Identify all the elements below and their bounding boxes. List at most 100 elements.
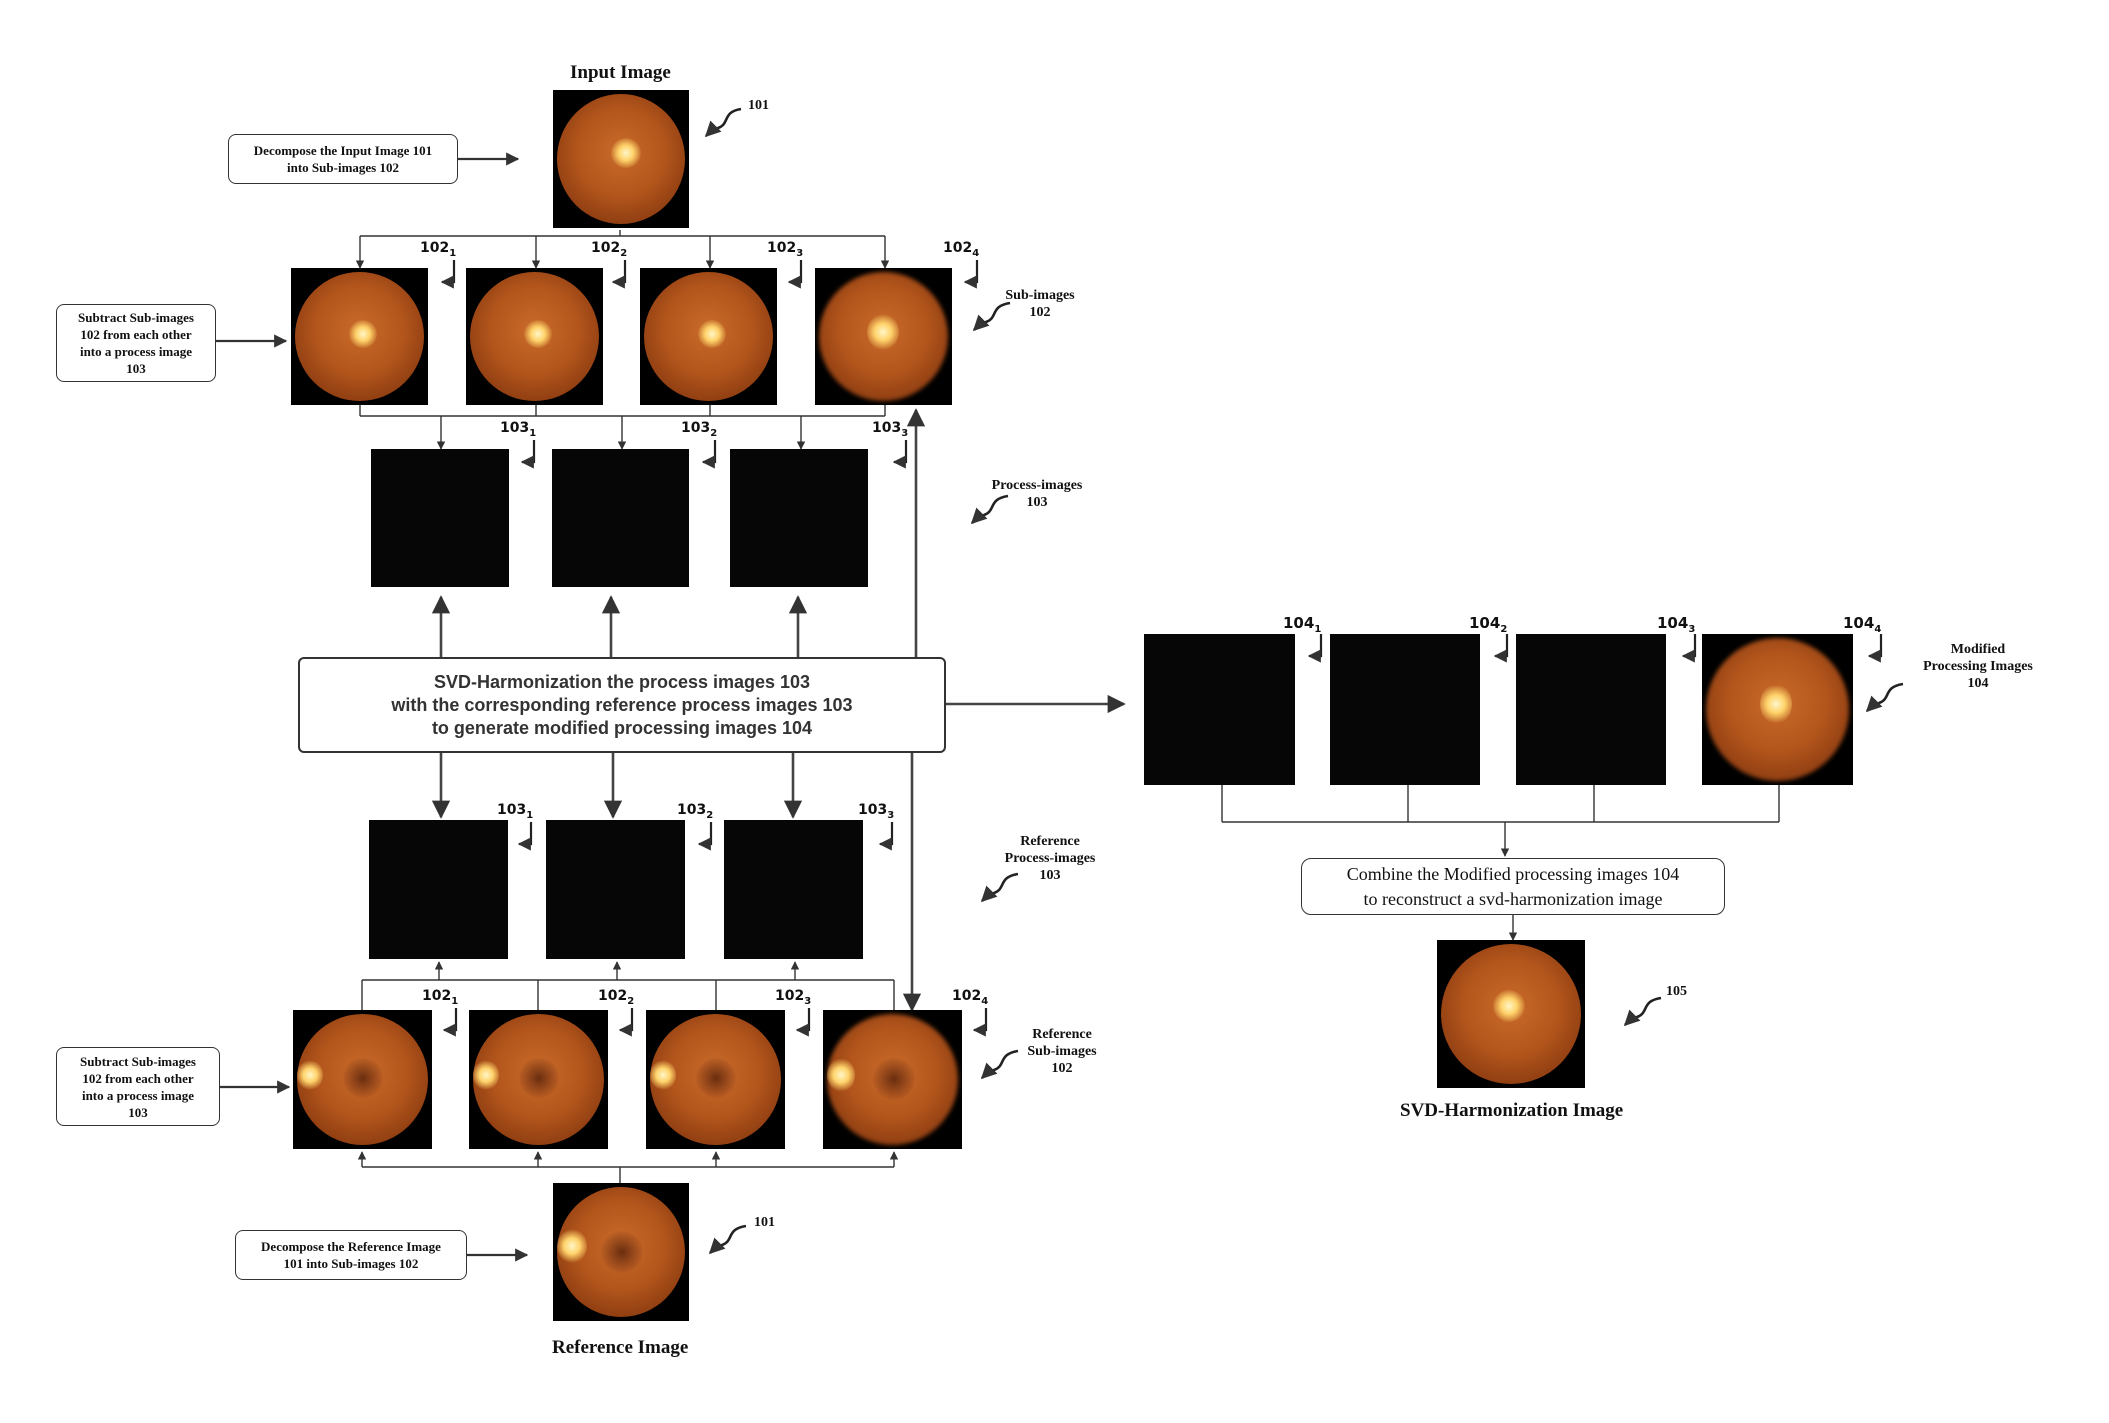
ref-number: 102 (598, 988, 628, 1004)
ref-subscript: 1 (449, 247, 457, 259)
ref-sub-top-1: 1021 (420, 240, 456, 259)
ref-proc-bottom-2: 1032 (677, 802, 713, 821)
label-line: Processing Images (1923, 659, 2033, 674)
ref-number: 102 (952, 988, 982, 1004)
decompose-input-box: Decompose the Input Image 101 into Sub-i… (228, 134, 458, 184)
ref-number: 103 (500, 420, 530, 436)
reference-process-images-label: Reference Process-images 103 (990, 833, 1110, 884)
modified-image-4 (1702, 634, 1853, 785)
ref-subscript: 2 (706, 809, 714, 821)
box-line: Decompose the Input Image 101 (253, 143, 433, 158)
ref-subscript: 1 (451, 995, 459, 1007)
ref-number: 103 (681, 420, 711, 436)
pointer-arrow (442, 1008, 458, 1037)
ref-number: 103 (497, 802, 527, 818)
pointer-arrow (795, 1008, 811, 1037)
process-image-2 (552, 449, 689, 587)
output-ref-number: 105 (1666, 984, 1687, 999)
box-line: 102 from each other (80, 327, 192, 342)
pointer-arrow (697, 822, 713, 851)
box-line: Decompose the Reference Image (261, 1239, 441, 1254)
ref-subscript: 2 (627, 995, 635, 1007)
ref-number: 102 (591, 240, 621, 256)
pointer-arrow (787, 260, 803, 289)
input-image (553, 90, 689, 228)
box-line: 103 (126, 361, 146, 376)
box-line: SVD-Harmonization the process images 103 (433, 671, 811, 692)
box-line: with the corresponding reference process… (391, 694, 853, 715)
ref-number: 104 (1657, 614, 1689, 632)
process-image-1 (371, 449, 509, 587)
ref-number: 102 (767, 240, 797, 256)
reference-sub-images-label: Reference Sub-images 102 (1012, 1026, 1112, 1077)
modified-processing-images-label: Modified Processing Images 104 (1908, 641, 2048, 692)
ref-sub-bottom-1: 1021 (422, 988, 458, 1007)
ref-subscript: 2 (1500, 624, 1508, 635)
label-line: 103 (1039, 868, 1061, 883)
svd-harmonization-box: SVD-Harmonization the process images 103… (298, 657, 946, 753)
reference-process-image-1 (369, 820, 508, 959)
pointer-arrow (1867, 634, 1883, 663)
sub-images-label: Sub-images 102 (990, 287, 1090, 321)
ref-subscript: 1 (529, 427, 537, 439)
label-line: Reference (1020, 834, 1080, 849)
ref-subscript: 1 (526, 809, 534, 821)
ref-proc-top-1: 1031 (500, 420, 536, 439)
label-line: Reference (1032, 1027, 1092, 1042)
ref-number: 103 (677, 802, 707, 818)
pointer-arrow (1681, 634, 1697, 663)
ref-number: 103 (872, 420, 902, 436)
modified-image-3 (1516, 634, 1666, 785)
ref-proc-top-2: 1032 (681, 420, 717, 439)
box-line: into a process image (81, 1087, 195, 1103)
ref-sub-top-4: 1024 (943, 240, 979, 259)
reference-sub-image-4 (823, 1010, 962, 1149)
sub-image-4 (815, 268, 952, 405)
ref-sub-bottom-4: 1024 (952, 988, 988, 1007)
ref-subscript: 4 (1874, 624, 1882, 635)
ref-modified-2: 1042 (1469, 614, 1507, 635)
pointer-arrow (517, 822, 533, 851)
ref-number: 102 (420, 240, 450, 256)
box-line: into a process image (79, 344, 193, 359)
ref-subscript: 4 (972, 247, 980, 259)
ref-number: 103 (858, 802, 888, 818)
ref-proc-bottom-3: 1033 (858, 802, 894, 821)
pointer-arrow (520, 440, 536, 469)
ref-number: 102 (943, 240, 973, 256)
input-ref-number: 101 (748, 98, 769, 113)
ref-sub-top-2: 1022 (591, 240, 627, 259)
subtract-bottom-box: Subtract Sub-images 102 from each other … (56, 1047, 220, 1126)
ref-subscript: 3 (887, 809, 895, 821)
ref-sub-top-3: 1023 (767, 240, 803, 259)
svd-harmonization-image (1437, 940, 1585, 1088)
reference-image-title: Reference Image (552, 1337, 689, 1358)
label-line: 103 (1026, 495, 1048, 510)
pointer-arrow (892, 440, 908, 469)
pointer-arrow (440, 260, 456, 289)
label-line: Modified (1950, 642, 2006, 657)
reference-image (553, 1183, 689, 1321)
ref-modified-4: 1044 (1843, 614, 1881, 635)
label-line: 104 (1967, 676, 1989, 691)
sub-image-3 (640, 268, 777, 405)
sub-image-2 (466, 268, 603, 405)
pointer-arrow (1307, 634, 1323, 663)
ref-subscript: 2 (710, 427, 718, 439)
ref-subscript: 1 (1314, 624, 1322, 635)
pointer-arrow (972, 1008, 988, 1037)
box-line: Subtract Sub-images (78, 310, 194, 325)
ref-number: 102 (422, 988, 452, 1004)
ref-modified-3: 1043 (1657, 614, 1695, 635)
box-line: 102 from each other (82, 1070, 194, 1086)
ref-subscript: 3 (901, 427, 909, 439)
box-line: 103 (128, 1104, 148, 1120)
ref-proc-bottom-1: 1031 (497, 802, 533, 821)
ref-subscript: 3 (796, 247, 804, 259)
label-line: Sub-images (1005, 288, 1075, 303)
box-line: to reconstruct a svd-harmonization image (1363, 888, 1663, 909)
reference-process-image-3 (724, 820, 863, 959)
box-line: 101 into Sub-images 102 (283, 1256, 419, 1271)
process-image-3 (730, 449, 868, 587)
